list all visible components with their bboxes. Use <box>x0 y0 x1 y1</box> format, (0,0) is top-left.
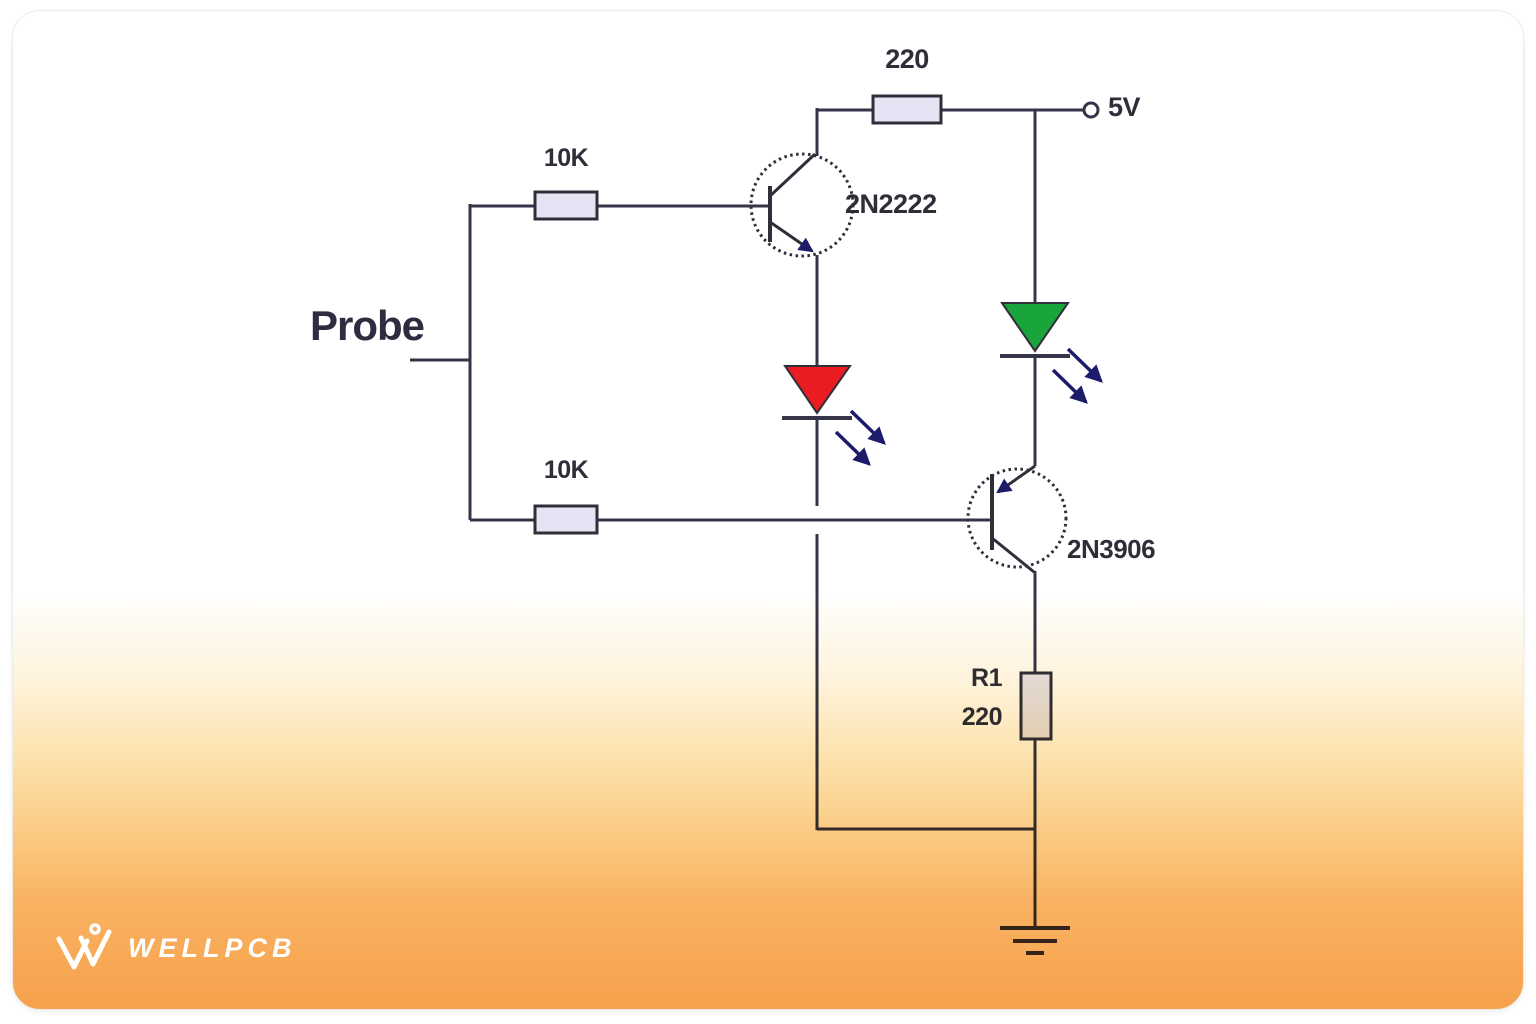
circuit-card <box>12 10 1524 1010</box>
transistor-pnp-2n3906 <box>966 464 1068 574</box>
wires <box>410 108 1083 928</box>
supply-terminal <box>1082 101 1100 119</box>
probe-label: Probe <box>310 302 425 349</box>
resistor-10k-bottom <box>533 504 599 535</box>
pnp-body-circle <box>966 467 1068 569</box>
supply-voltage-label: 5V <box>1108 92 1141 122</box>
resistor-r1 <box>1019 671 1053 741</box>
npn-transistor-label: 2N2222 <box>845 189 937 219</box>
led-red-triangle <box>783 365 852 415</box>
pnp-emitter-arrow <box>996 464 1036 494</box>
npn-collector-line <box>768 152 817 198</box>
npn-emitter-arrow <box>769 220 814 253</box>
led-green <box>1000 302 1103 404</box>
led-green-triangle <box>1000 302 1070 353</box>
npn-body-circle <box>749 152 855 258</box>
r1-value-label: 220 <box>961 703 1003 731</box>
led-red-emission-arrows <box>834 409 886 466</box>
transistor-npn-2n2222 <box>749 152 855 258</box>
top-resistor-value-label: 220 <box>885 44 929 74</box>
npn-base-resistor-label: 10K <box>543 144 589 172</box>
r1-name-label: R1 <box>971 664 1002 692</box>
wellpcb-logo-text: WELLPCB <box>128 932 297 963</box>
pnp-transistor-label: 2N3906 <box>1067 534 1156 564</box>
resistors <box>533 94 1053 741</box>
resistor-220-top <box>871 94 943 125</box>
pnp-base-resistor-label: 10K <box>543 456 589 484</box>
resistor-10k-top <box>533 190 599 221</box>
led-green-emission-arrows <box>1051 347 1103 404</box>
ground-symbol <box>1000 926 1070 955</box>
led-red <box>782 365 886 466</box>
pnp-collector-line <box>991 536 1035 574</box>
wellpcb-logo: WELLPCB <box>52 922 296 974</box>
wellpcb-logo-icon <box>56 923 112 970</box>
